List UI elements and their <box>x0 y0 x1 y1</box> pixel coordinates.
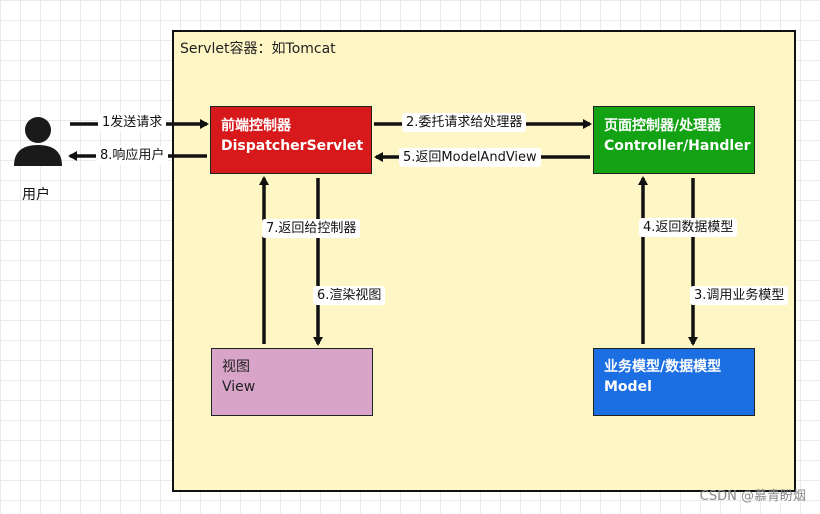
user-icon <box>14 117 62 166</box>
dispatcher-subtitle: DispatcherServlet <box>221 138 364 154</box>
arrow-5-label: 5.返回ModelAndView <box>399 148 541 167</box>
dispatcher-servlet-box: 前端控制器 DispatcherServlet <box>210 106 372 174</box>
container-title: Servlet容器：如Tomcat <box>180 41 336 57</box>
model-box: 业务模型/数据模型 Model <box>593 348 755 416</box>
arrow-3-label: 3.调用业务模型 <box>690 286 789 305</box>
controller-box: 页面控制器/处理器 Controller/Handler <box>593 106 755 174</box>
view-subtitle: View <box>222 379 256 395</box>
arrow-2-label: 2.委托请求给处理器 <box>402 113 527 132</box>
arrow-8-label: 8.响应用户 <box>96 146 169 165</box>
controller-title: 页面控制器/处理器 <box>604 118 722 134</box>
arrow-6-label: 6.渲染视图 <box>313 286 386 305</box>
controller-subtitle: Controller/Handler <box>604 138 751 154</box>
view-title: 视图 <box>222 359 250 375</box>
model-subtitle: Model <box>604 379 652 395</box>
arrow-1-label: 1发送请求 <box>98 113 167 132</box>
watermark: CSDN @慕青盼烟 <box>699 489 806 504</box>
arrow-7-label: 7.返回给控制器 <box>262 219 361 238</box>
user-label: 用户 <box>22 187 50 203</box>
arrow-4-label: 4.返回数据模型 <box>639 218 738 237</box>
view-box: 视图 View <box>211 348 373 416</box>
dispatcher-title: 前端控制器 <box>221 118 291 134</box>
model-title: 业务模型/数据模型 <box>604 359 722 375</box>
